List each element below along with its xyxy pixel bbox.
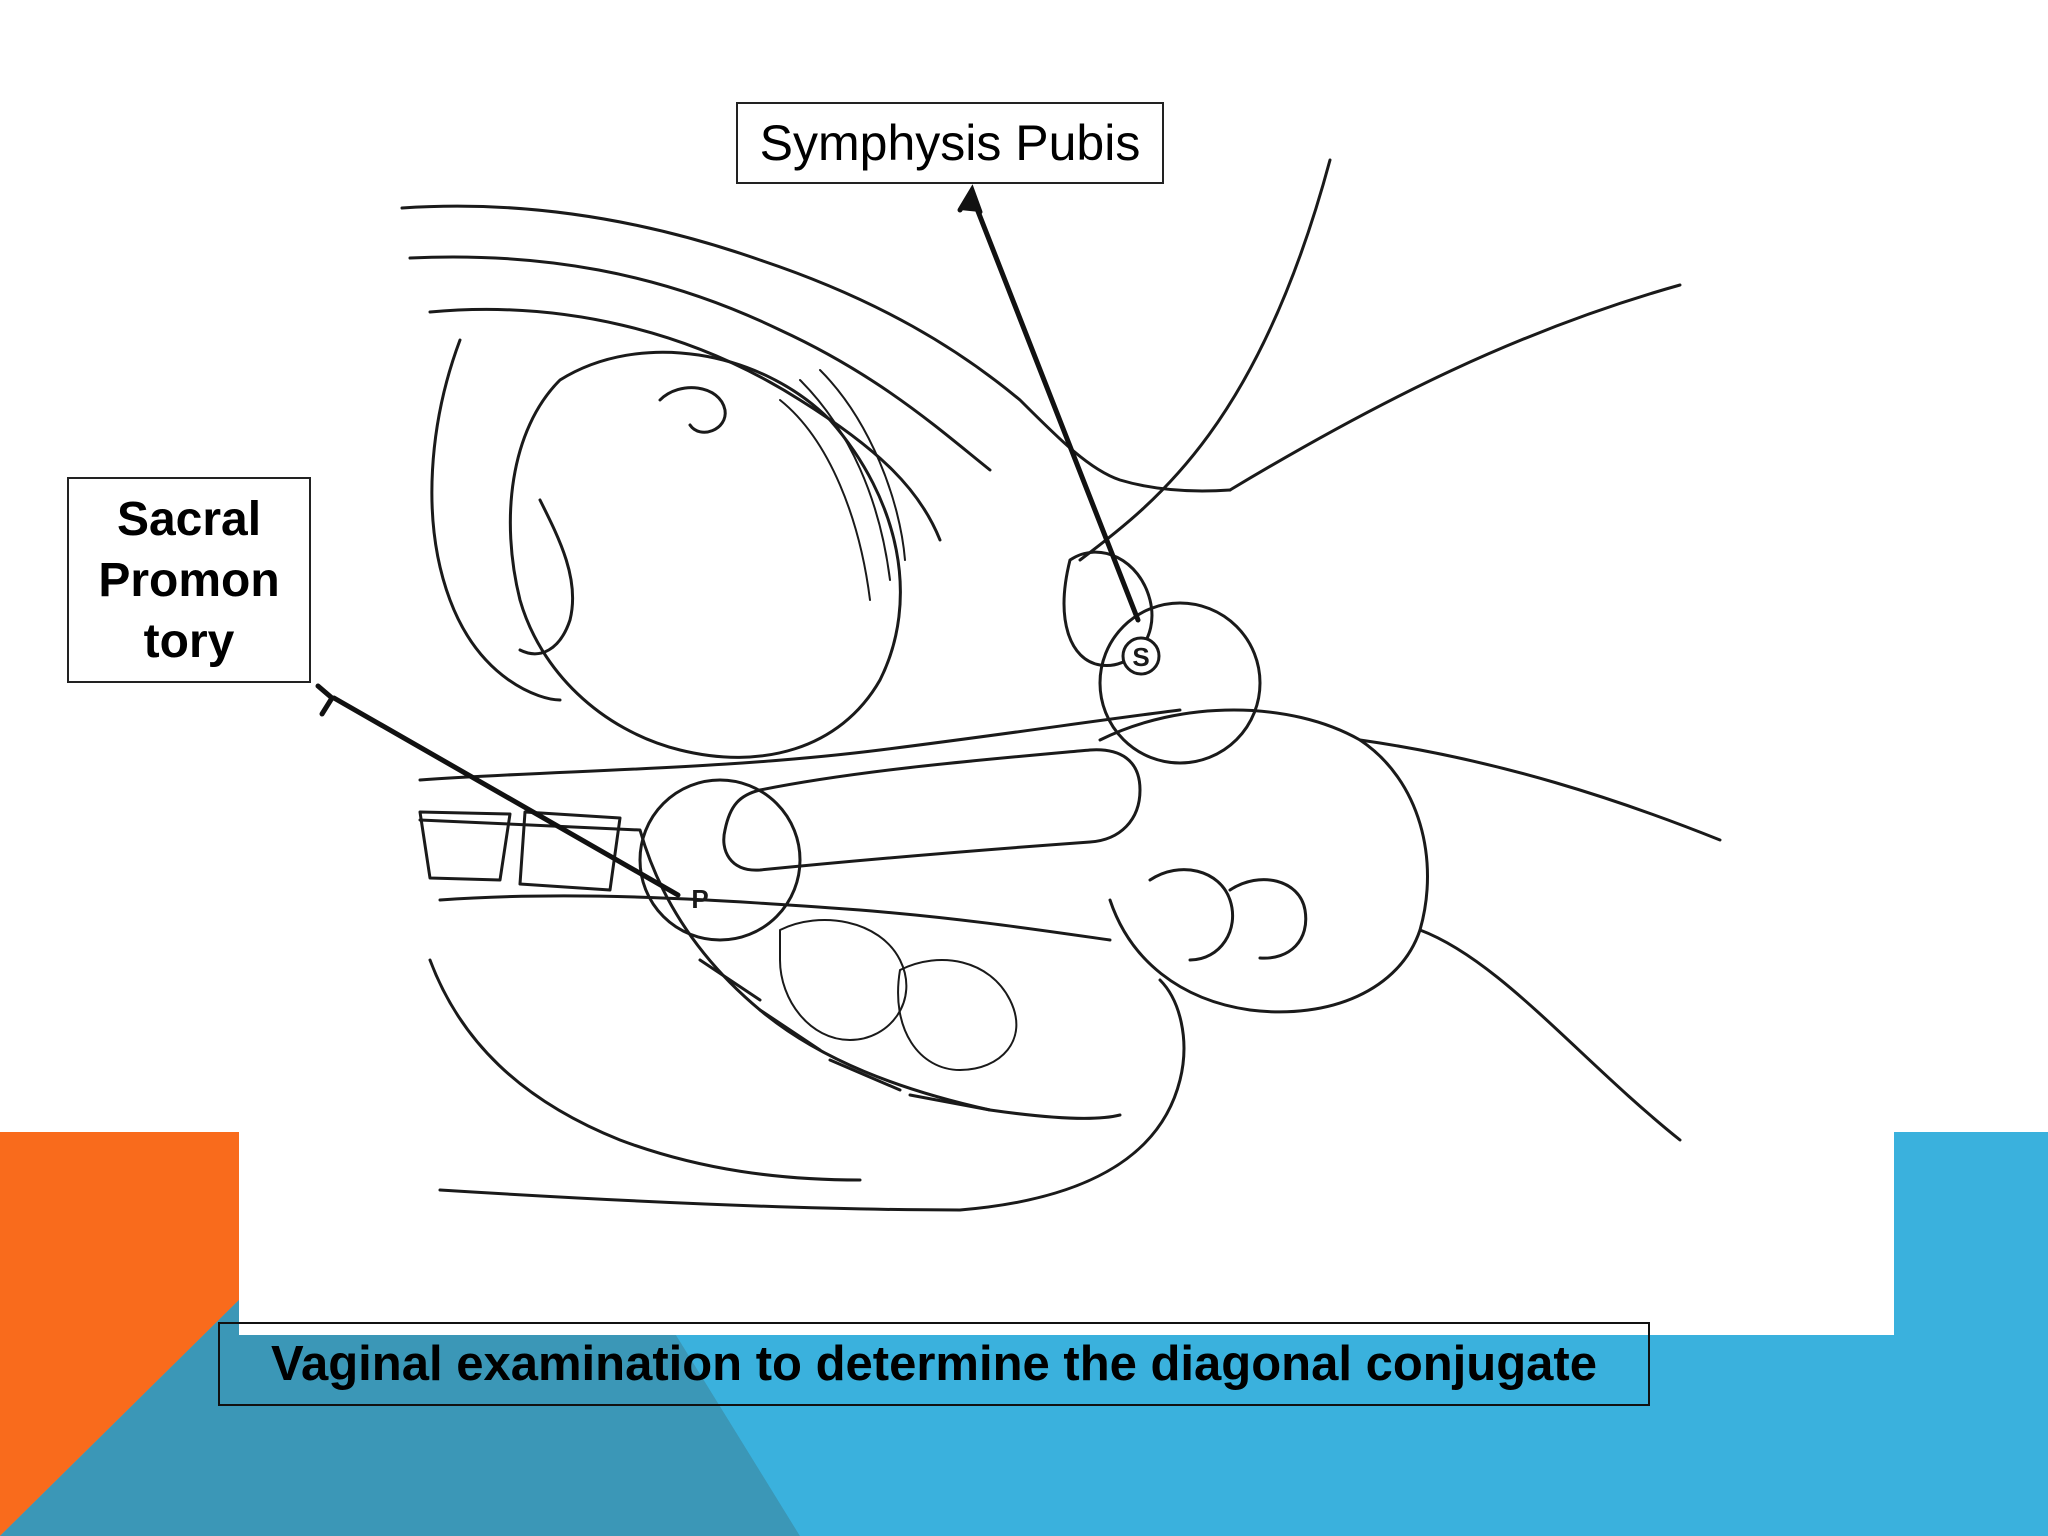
uterus-mass — [897, 959, 1018, 1071]
fetal-head — [508, 350, 902, 759]
sacral-promontory-label: Sacral Promon tory — [67, 477, 311, 683]
symphysis-marker-ring — [1121, 636, 1161, 676]
vaginal-canal-upper — [418, 708, 1182, 782]
symphysis-arrowhead — [957, 184, 983, 215]
sacrum-spine — [418, 818, 1122, 1120]
lower-back-line — [428, 958, 862, 1182]
symphysis-marker-s: S — [1132, 642, 1149, 672]
vertebra-2 — [518, 810, 622, 892]
symphysis-arrow-line — [969, 193, 1141, 623]
fetal-hair — [779, 369, 906, 601]
coccyx-segments — [698, 958, 992, 1112]
thigh-lower — [1418, 928, 1682, 1142]
fetal-shoulder — [430, 338, 562, 702]
examining-hand — [1098, 708, 1429, 1014]
buttock-outline — [438, 978, 1186, 1212]
fetal-face — [518, 498, 575, 656]
vertebra-1 — [418, 810, 512, 882]
fetal-ear — [658, 386, 727, 434]
promontory-marker-p: P — [691, 884, 708, 914]
vaginal-canal-lower — [438, 894, 1112, 942]
white-content-area — [239, 1132, 1894, 1335]
blue-panel-right — [1894, 1132, 2048, 1536]
examining-finger — [722, 748, 1142, 872]
symphysis-circle — [1098, 601, 1262, 765]
slide-caption: Vaginal examination to determine the dia… — [218, 1322, 1650, 1406]
forearm-bottom — [1358, 738, 1722, 842]
forearm-top — [1228, 283, 1682, 492]
folded-fingers — [1148, 868, 1308, 962]
abdominal-wall-inner — [408, 255, 992, 472]
abdominal-wall-outer — [400, 204, 1232, 493]
symphysis-pubis-label: Symphysis Pubis — [736, 102, 1164, 184]
promontory-circle — [638, 778, 802, 942]
sacral-arrow-line — [331, 695, 681, 898]
rectum-mass — [779, 919, 908, 1041]
blue-lower-band — [676, 1335, 1894, 1536]
uterine-wall — [428, 307, 942, 542]
thigh-outline — [1078, 158, 1332, 562]
teal-overlap-wedge — [0, 1300, 800, 1536]
sacral-arrowhead — [315, 683, 336, 717]
